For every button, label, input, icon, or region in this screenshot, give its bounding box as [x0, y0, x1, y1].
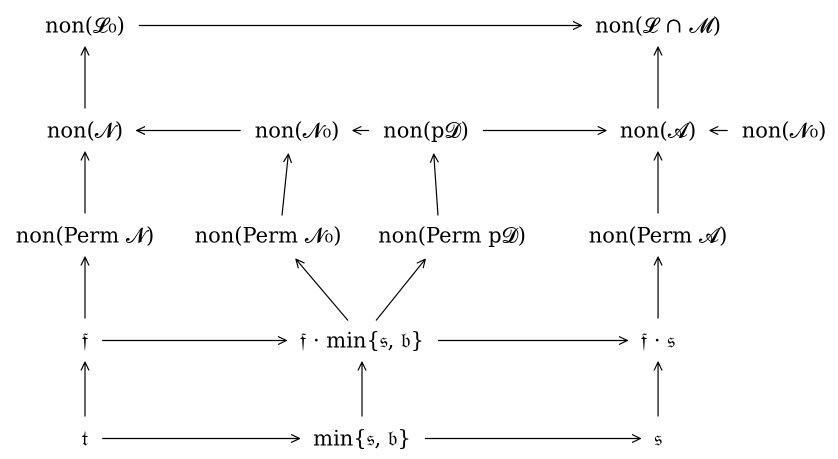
node-non-perm-A: non(Perm 𝓐) [589, 224, 728, 248]
node-non-L-cap-M: non(𝓛 ∩ 𝓜) [595, 14, 721, 38]
arrow-non_Perm_N0-to-non_N0 [281, 155, 288, 216]
arrow-f_min_s_b-to-non_Perm_pD [375, 260, 425, 321]
node-t: 𝔱 [82, 427, 88, 451]
node-min-s-b: min{𝔰, 𝔟} [313, 427, 411, 451]
node-non-A: non(𝓐) [620, 119, 696, 143]
node-non-perm-N: non(Perm 𝓝) [16, 224, 154, 248]
node-non-N0-right: non(𝓝₀) [742, 119, 827, 143]
node-f: 𝔣 [82, 329, 88, 353]
arrow-f_min_s_b-to-non_Perm_N0 [296, 260, 349, 321]
node-f-min-s-b: 𝔣 · min{𝔰, 𝔟} [300, 329, 424, 353]
diagram-edges [85, 26, 728, 439]
node-non-pD: non(p𝓓) [383, 119, 469, 143]
node-non-L0: non(𝓛₀) [45, 14, 125, 38]
diagram-nodes: non(𝓛₀) non(𝓛 ∩ 𝓜) non(𝓝) non(𝓝₀) non(p𝓓… [16, 14, 827, 451]
node-s: 𝔰 [654, 427, 662, 451]
node-non-perm-pD: non(Perm p𝓓) [378, 224, 526, 248]
node-non-perm-N0: non(Perm 𝓝₀) [195, 224, 342, 248]
node-f-s: 𝔣 · 𝔰 [641, 329, 675, 353]
node-non-N0: non(𝓝₀) [255, 119, 340, 143]
node-non-N: non(𝓝) [47, 119, 123, 143]
arrow-non_Perm_pD-to-non_pD [434, 155, 438, 216]
